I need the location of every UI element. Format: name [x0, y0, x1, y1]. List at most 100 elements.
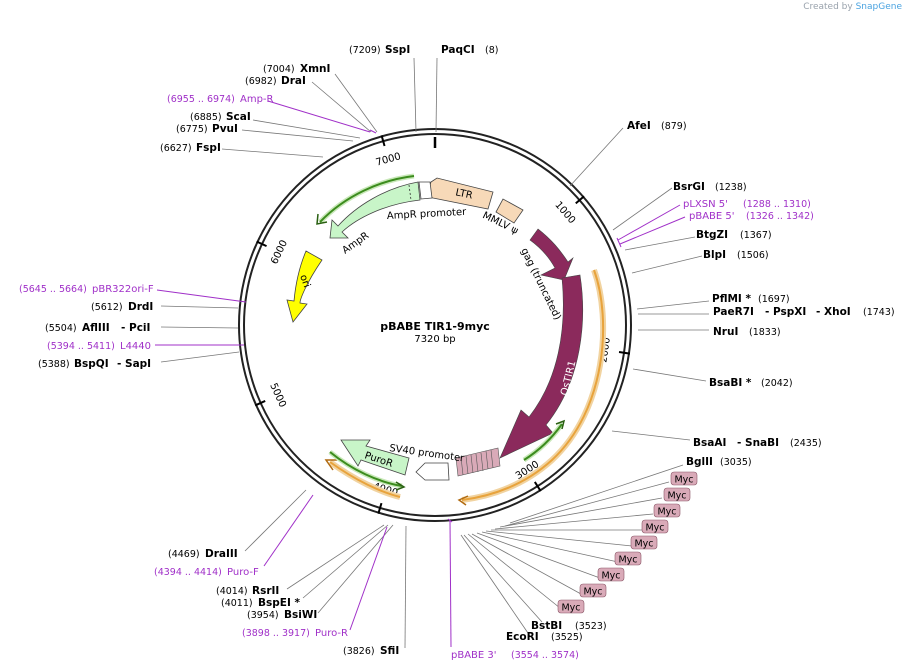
myc-tag-label: Myc — [601, 571, 620, 582]
myc-tag-label: Myc — [674, 475, 693, 486]
site-bsiwi[interactable]: BsiWI — [284, 609, 317, 621]
sv40-promoter-feature[interactable] — [415, 462, 450, 481]
ltr-label: LTR — [454, 187, 473, 201]
site-afliii-pos: (5504) — [45, 323, 77, 334]
site-btgzi-pos: (1367) — [740, 230, 772, 241]
myc-tag-box[interactable] — [653, 503, 681, 518]
puror-feature[interactable] — [340, 439, 410, 476]
tick-5000 — [254, 400, 266, 407]
tick-label-1000: 1000 — [552, 200, 577, 226]
myc-tag-label: Myc — [561, 603, 580, 614]
site-drdi[interactable]: DrdI — [128, 301, 153, 313]
tick-label-6000: 6000 — [269, 238, 290, 266]
site-pvui-pos: (6775) — [176, 124, 208, 135]
site-nrui-pos: (1833) — [749, 327, 781, 338]
site-paqci[interactable]: PaqCI — [441, 44, 475, 56]
site-xhoi[interactable]: - XhoI — [816, 306, 851, 318]
primer-purof-pos: (4394 .. 4414) — [154, 567, 222, 578]
site-sapi[interactable]: - SapI — [117, 358, 151, 370]
myc-tag-box[interactable] — [614, 551, 642, 566]
orf-left — [329, 461, 401, 498]
site-bglii-pos: (3035) — [720, 457, 752, 468]
ampr-feature[interactable] — [329, 181, 421, 239]
tick-label-7000: 7000 — [375, 151, 402, 168]
site-pspxi[interactable]: - PspXI — [765, 306, 806, 318]
site-afei[interactable]: AfeI — [627, 120, 651, 132]
primer-l4440-pos: (5394 .. 5411) — [47, 341, 115, 352]
site-drai[interactable]: DraI — [281, 75, 306, 87]
site-pvui[interactable]: PvuI — [212, 123, 238, 135]
site-blpi[interactable]: BlpI — [703, 249, 726, 261]
orf-right — [461, 269, 605, 501]
site-rsrii[interactable]: RsrII — [252, 585, 279, 597]
primer-pbabe5-pos: (1326 .. 1342) — [746, 211, 814, 222]
site-bsrgi[interactable]: BsrGI — [673, 181, 705, 193]
tick-label-5000: 5000 — [267, 382, 287, 410]
site-fspi[interactable]: FspI — [196, 142, 221, 154]
ostir1-feature[interactable] — [499, 274, 583, 459]
site-pcii[interactable]: - PciI — [121, 322, 150, 334]
site-draiii-pos: (4469) — [168, 549, 200, 560]
site-bspei[interactable]: BspEI * — [258, 597, 301, 609]
site-bstbi[interactable]: BstBI — [531, 620, 562, 632]
myc-tag-box[interactable] — [630, 535, 658, 550]
site-xmni-pos: (7004) — [263, 64, 295, 75]
orf-right-arrowhead — [457, 495, 469, 506]
site-draiii[interactable]: DraIII — [205, 548, 238, 560]
site-sspi[interactable]: SspI — [385, 44, 410, 56]
primer-puror[interactable]: Puro-R — [315, 628, 348, 639]
site-nrui[interactable]: NruI — [713, 326, 738, 338]
primer-pbabe5[interactable]: pBABE 5' — [689, 211, 735, 222]
gag-feature[interactable] — [529, 228, 574, 281]
myc-tag-box[interactable] — [670, 471, 698, 486]
site-ecori[interactable]: EcoRI — [506, 631, 539, 643]
primer-l4440[interactable]: L4440 — [120, 341, 151, 352]
ori-feature[interactable] — [286, 250, 323, 323]
ampr-promoter-label: AmpR promoter — [387, 207, 468, 222]
myc-tag-box[interactable] — [641, 519, 669, 534]
site-sfii[interactable]: SfiI — [380, 645, 399, 657]
site-bglii[interactable]: BglII — [686, 456, 713, 468]
site-xhoi-pos: (1743) — [863, 307, 895, 318]
site-bsaai[interactable]: BsaAI — [693, 437, 726, 449]
primer-pbr322orif[interactable]: pBR322ori-F — [92, 284, 154, 295]
myc-tag-box[interactable] — [663, 487, 691, 502]
myc-tag-label: Myc — [618, 555, 637, 566]
site-snabi[interactable]: - SnaBI — [737, 437, 779, 449]
primer-purof[interactable]: Puro-F — [227, 567, 259, 578]
site-scai[interactable]: ScaI — [226, 111, 251, 123]
site-pflmi[interactable]: PflMI * — [712, 293, 751, 305]
primer-pbabe3-pos: (3554 .. 3574) — [511, 650, 579, 661]
orf-green-left-arrowhead — [395, 481, 406, 491]
site-paer7i[interactable]: PaeR7I — [713, 306, 754, 318]
primer-leaders — [155, 100, 686, 648]
site-drai-pos: (6982) — [245, 76, 277, 87]
site-drdi-pos: (5612) — [91, 302, 123, 313]
myc-tag-box[interactable] — [557, 599, 585, 614]
site-afliii[interactable]: AflIII — [82, 322, 110, 334]
site-bsrgi-pos: (1238) — [715, 182, 747, 193]
myc-tag-box[interactable] — [579, 583, 607, 598]
orf-green-right-arrowhead — [555, 419, 566, 430]
site-btgzi[interactable]: BtgZI — [696, 229, 728, 241]
mmlv-psi-feature[interactable] — [495, 198, 524, 224]
myc-tag-box[interactable] — [597, 567, 625, 582]
myc-tag-label: Myc — [667, 491, 686, 502]
primer-ampr[interactable]: Amp-R — [240, 94, 274, 105]
site-snabi-pos: (2435) — [790, 438, 822, 449]
tick-3000 — [533, 481, 542, 492]
myc-cluster — [455, 447, 501, 477]
site-xmni[interactable]: XmnI — [300, 63, 330, 75]
site-pflmi-pos: (1697) — [758, 294, 790, 305]
site-sspi-pos: (7209) — [349, 45, 381, 56]
primer-plxsn5[interactable]: pLXSN 5' — [683, 199, 728, 210]
site-bsabi[interactable]: BsaBI * — [709, 377, 752, 389]
ampr-promoter-feature[interactable] — [418, 181, 433, 200]
primer-pbabe3[interactable]: pBABE 3' — [451, 650, 497, 661]
primer-pbr322orif-pos: (5645 .. 5664) — [19, 284, 87, 295]
site-sfii-pos: (3826) — [343, 646, 375, 657]
myc-tag-label: Myc — [657, 507, 676, 518]
site-bspqi[interactable]: BspQI — [74, 358, 109, 370]
site-bstbi-pos: (3523) — [575, 621, 607, 632]
